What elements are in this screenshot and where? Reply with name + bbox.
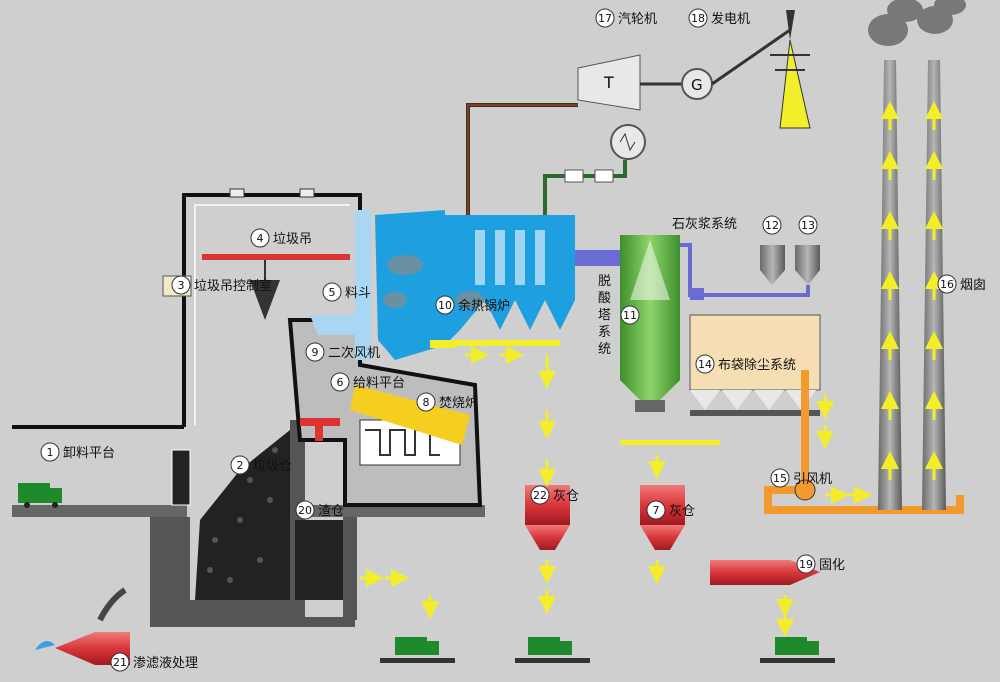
label-badge-9 — [305, 342, 325, 362]
waste-heat-boiler — [355, 210, 575, 360]
ash-silo-7 — [640, 485, 685, 550]
incinerator — [287, 315, 483, 507]
induced-draft-duct — [764, 370, 964, 514]
power-pylon-icon — [770, 10, 811, 129]
label-number-19: 19 — [799, 558, 813, 571]
label-number-18: 18 — [691, 12, 705, 25]
label-text-4: 垃圾吊 — [273, 232, 312, 247]
label-number-7: 7 — [653, 504, 660, 517]
truck-icon — [515, 637, 590, 663]
label-badge-7 — [646, 500, 666, 520]
label-text-2: 垃圾仓 — [253, 459, 292, 474]
label-text-11: 脱酸塔系统 — [598, 274, 611, 357]
label-number-1: 1 — [47, 446, 54, 459]
label-number-13: 13 — [801, 219, 815, 232]
component-labels: 1 卸料平台 2 垃圾仓 3 垃圾吊控制室 4 垃圾吊 5 料斗 6 给料平台 7 灰仓 8 焚烧炉 9 二次风机… — [40, 8, 986, 672]
generator-letter: G — [691, 76, 703, 94]
truck-icon — [760, 637, 835, 663]
label-text-1: 卸料平台 — [63, 445, 115, 461]
turbine-letter: T — [603, 73, 614, 92]
label-badge-21 — [110, 652, 130, 672]
truck-icon — [380, 637, 455, 663]
label-number-6: 6 — [337, 376, 344, 389]
flue-duct — [575, 250, 620, 266]
label-number-14: 14 — [698, 358, 712, 371]
crane-grab-icon — [250, 280, 280, 320]
label-text-10: 余热锅炉 — [458, 298, 510, 314]
label-number-11: 11 — [623, 309, 637, 322]
label-badge-17 — [595, 8, 615, 28]
label-number-17: 17 — [598, 12, 612, 25]
label-badge-10 — [435, 295, 455, 315]
label-badge-19 — [796, 554, 816, 574]
label-badge-12 — [762, 215, 782, 235]
label-number-9: 9 — [312, 346, 319, 359]
lime-label: 石灰浆系统 — [672, 217, 737, 232]
label-text-15: 引风机 — [793, 472, 832, 487]
label-badge-14 — [695, 354, 715, 374]
label-badge-15 — [770, 468, 790, 488]
label-text-3: 垃圾吊控制室 — [194, 278, 272, 294]
label-text-18: 发电机 — [711, 11, 750, 27]
label-badge-13 — [798, 215, 818, 235]
label-number-15: 15 — [773, 472, 787, 485]
solidification-tank — [710, 560, 820, 585]
label-text-20: 渣仓 — [318, 504, 344, 519]
label-number-8: 8 — [423, 396, 430, 409]
label-badge-4 — [250, 228, 270, 248]
label-number-20: 20 — [298, 504, 312, 517]
label-number-10: 10 — [438, 299, 452, 312]
label-badge-18 — [688, 8, 708, 28]
label-text-7: 灰仓 — [669, 504, 695, 519]
label-number-5: 5 — [329, 286, 336, 299]
flow-arrows — [360, 101, 943, 637]
label-badge-1 — [40, 442, 60, 462]
chimney — [868, 0, 966, 510]
leachate-tank — [35, 587, 130, 665]
label-number-12: 12 — [765, 219, 779, 232]
lime-slurry-system — [680, 243, 820, 300]
label-text-19: 固化 — [819, 558, 845, 573]
label-badge-3 — [171, 275, 191, 295]
label-text-6: 给料平台 — [353, 376, 405, 391]
unloading-platform — [12, 425, 191, 517]
label-number-21: 21 — [113, 656, 127, 669]
label-badge-20 — [295, 500, 315, 520]
label-badge-22 — [530, 485, 550, 505]
label-text-21: 渗滤液处理 — [133, 656, 198, 671]
label-text-8: 焚烧炉 — [439, 396, 478, 411]
label-number-22: 22 — [533, 489, 547, 502]
label-badge-11 — [620, 305, 640, 325]
label-badge-6 — [330, 372, 350, 392]
truck-icon — [18, 483, 62, 508]
waste-pit — [150, 420, 485, 627]
label-badge-2 — [230, 455, 250, 475]
label-text-16: 烟囱 — [960, 278, 986, 293]
label-number-16: 16 — [940, 278, 954, 291]
turbine-generator — [466, 28, 791, 215]
label-text-14: 布袋除尘系统 — [718, 358, 796, 373]
label-number-2: 2 — [237, 459, 244, 472]
label-text-9: 二次风机 — [328, 345, 380, 361]
deacidification-tower — [620, 235, 680, 412]
label-number-4: 4 — [257, 232, 264, 245]
label-text-17: 汽轮机 — [618, 12, 657, 27]
label-badge-16 — [937, 274, 957, 294]
label-number-3: 3 — [178, 279, 185, 292]
label-badge-5 — [322, 282, 342, 302]
label-text-22: 灰仓 — [553, 489, 579, 504]
label-badge-8 — [416, 392, 436, 412]
label-text-5: 料斗 — [345, 286, 371, 301]
